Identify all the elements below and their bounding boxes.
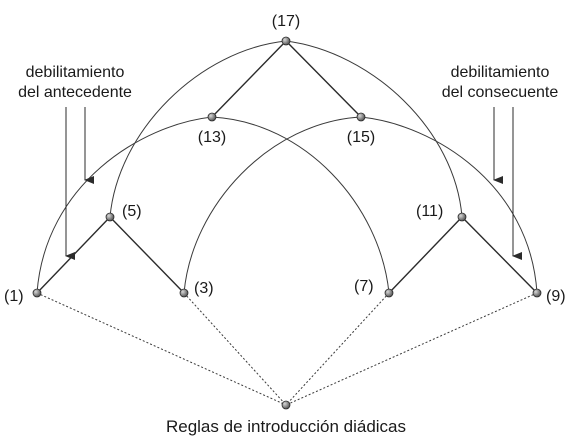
node-15-label: (15) xyxy=(347,129,375,146)
left-annotation-line1: debilitamiento xyxy=(26,64,125,81)
node-7 xyxy=(384,288,394,298)
arc-1-to-13 xyxy=(36,116,213,294)
arc-3-to-15 xyxy=(183,116,362,294)
node-5-label: (5) xyxy=(122,203,142,220)
node-11 xyxy=(457,212,467,222)
right-annotation-line1: debilitamiento xyxy=(451,64,550,81)
node-7-label: (7) xyxy=(354,278,374,295)
right-annotation-line2: del consecuente xyxy=(442,84,559,101)
node-1 xyxy=(32,288,42,298)
edge-5-3 xyxy=(109,216,185,294)
edge-17-13 xyxy=(211,40,287,118)
edge-17-15 xyxy=(285,40,362,118)
node-17-label: (17) xyxy=(272,13,300,30)
edge-11-7 xyxy=(388,216,463,294)
dotted-edge-1-base xyxy=(36,292,287,406)
node-base xyxy=(281,400,291,410)
arc-17-to-11 xyxy=(285,40,463,218)
edge-5-1 xyxy=(36,216,111,294)
dotted-edge-9-base xyxy=(285,292,538,406)
left-annotation-line2: del antecedente xyxy=(18,84,132,101)
dotted-edge-7-base xyxy=(285,292,390,406)
node-5 xyxy=(105,212,115,222)
node-9-label: (9) xyxy=(546,288,566,305)
node-9 xyxy=(532,288,542,298)
bottom-caption: Reglas de introducción diádicas xyxy=(166,417,406,436)
node-1-label: (1) xyxy=(4,288,24,305)
node-3-label: (3) xyxy=(194,280,214,297)
node-15 xyxy=(356,112,366,122)
node-3 xyxy=(179,288,189,298)
node-13-label: (13) xyxy=(198,129,226,146)
arc-13-to-7 xyxy=(211,116,390,294)
edge-11-9 xyxy=(461,216,538,294)
arc-5-to-17 xyxy=(109,40,287,218)
node-17 xyxy=(281,36,291,46)
dotted-edge-3-base xyxy=(183,292,287,406)
node-11-label: (11) xyxy=(416,203,443,220)
node-13 xyxy=(207,112,217,122)
arc-15-to-9 xyxy=(360,116,538,294)
